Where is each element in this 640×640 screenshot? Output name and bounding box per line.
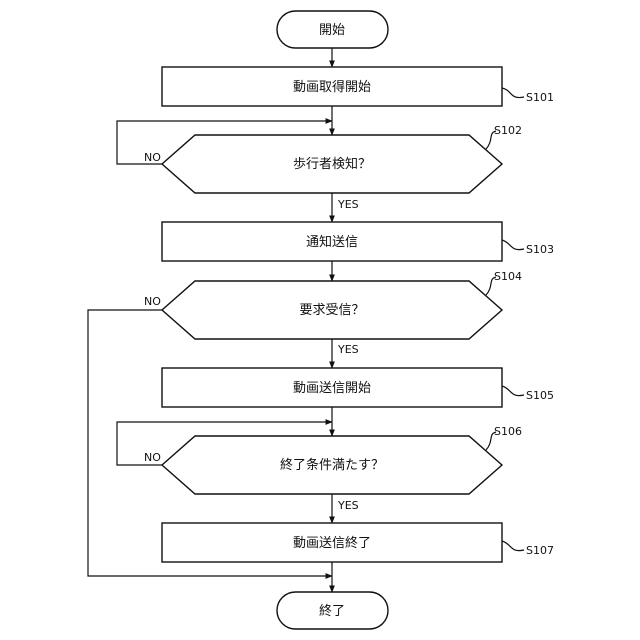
- step-s101-leader: [502, 88, 524, 98]
- step-s107-text: 動画送信終了: [293, 535, 371, 551]
- step-s107-id: S107: [526, 544, 554, 557]
- end-label: 終了: [319, 603, 345, 619]
- step-s102-id: S102: [494, 124, 522, 137]
- step-s105-text: 動画送信開始: [293, 381, 371, 396]
- step-s101-text: 動画取得開始: [293, 79, 371, 95]
- step-s105-leader: [502, 386, 524, 396]
- step-s103-text: 通知送信: [306, 234, 358, 250]
- process-s107: 動画送信終了: [162, 523, 502, 562]
- step-s103-id: S103: [526, 243, 554, 256]
- step-s104-text: 要求受信？: [299, 303, 364, 318]
- step-s105-id: S105: [526, 389, 554, 402]
- start-terminator: 開始: [277, 11, 388, 48]
- start-label: 開始: [319, 23, 345, 38]
- decision-s106: 終了条件満たす？: [162, 436, 502, 494]
- end-terminator: 終了: [277, 592, 388, 629]
- step-s104-id: S104: [494, 270, 522, 283]
- step-s101-id: S101: [526, 91, 554, 104]
- step-s106-id: S106: [494, 425, 522, 438]
- s106-no-label: NO: [144, 451, 161, 464]
- s102-yes-label: YES: [337, 198, 359, 211]
- step-s106-text: 終了条件満たす？: [280, 457, 384, 473]
- process-s101: 動画取得開始: [162, 67, 502, 106]
- s106-yes-label: YES: [337, 499, 359, 512]
- s102-no-label: NO: [144, 151, 161, 164]
- process-s103: 通知送信: [162, 222, 502, 261]
- step-s107-leader: [502, 541, 524, 551]
- process-s105: 動画送信開始: [162, 368, 502, 407]
- decision-s104: 要求受信？: [162, 281, 502, 339]
- s104-yes-label: YES: [337, 343, 359, 356]
- s104-no-label: NO: [144, 295, 161, 308]
- step-s102-text: 歩行者検知？: [293, 156, 371, 172]
- step-s103-leader: [502, 240, 524, 250]
- decision-s102: 歩行者検知？: [162, 135, 502, 193]
